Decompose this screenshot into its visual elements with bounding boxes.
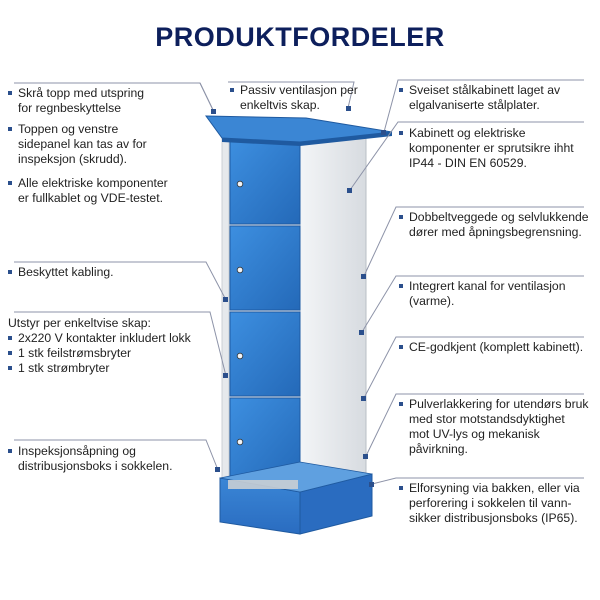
bullet-marker	[8, 127, 12, 131]
bullet-marker	[399, 486, 403, 490]
page-title: PRODUKTFORDELER	[155, 22, 445, 52]
bullet-marker	[399, 345, 403, 349]
equipment-heading: Utstyr per enkeltvise skap:	[8, 316, 151, 330]
equipment-item: 1 stk strømbryter	[8, 361, 213, 376]
bullet-marker	[8, 270, 12, 274]
equipment-item: 1 stk feilstrømsbryter	[8, 346, 213, 361]
bullet-marker	[399, 88, 403, 92]
lock-icon	[236, 438, 244, 446]
note-ventilation-channel: Integrert kanal for ventilasjon(varme).	[399, 279, 595, 309]
note-protected-cabling: Beskyttet kabling.	[8, 265, 208, 280]
bullet-marker	[8, 449, 12, 453]
bullet-marker	[8, 91, 12, 95]
bullet-marker	[230, 88, 234, 92]
bullet-marker	[399, 284, 403, 288]
equipment-item: 2x220 V kontakter inkludert lokk	[8, 331, 213, 346]
lock-icon	[236, 180, 244, 188]
lock-icon	[236, 352, 244, 360]
bullet-marker	[399, 402, 403, 406]
bullet-marker	[8, 181, 12, 185]
bullet-marker	[399, 215, 403, 219]
bullet-marker	[399, 131, 403, 135]
note-equipment-list: Utstyr per enkeltvise skap: 2x220 V kont…	[8, 316, 213, 376]
note-ce-approved: CE-godkjent (komplett kabinett).	[399, 340, 595, 355]
lock-icon	[236, 266, 244, 274]
